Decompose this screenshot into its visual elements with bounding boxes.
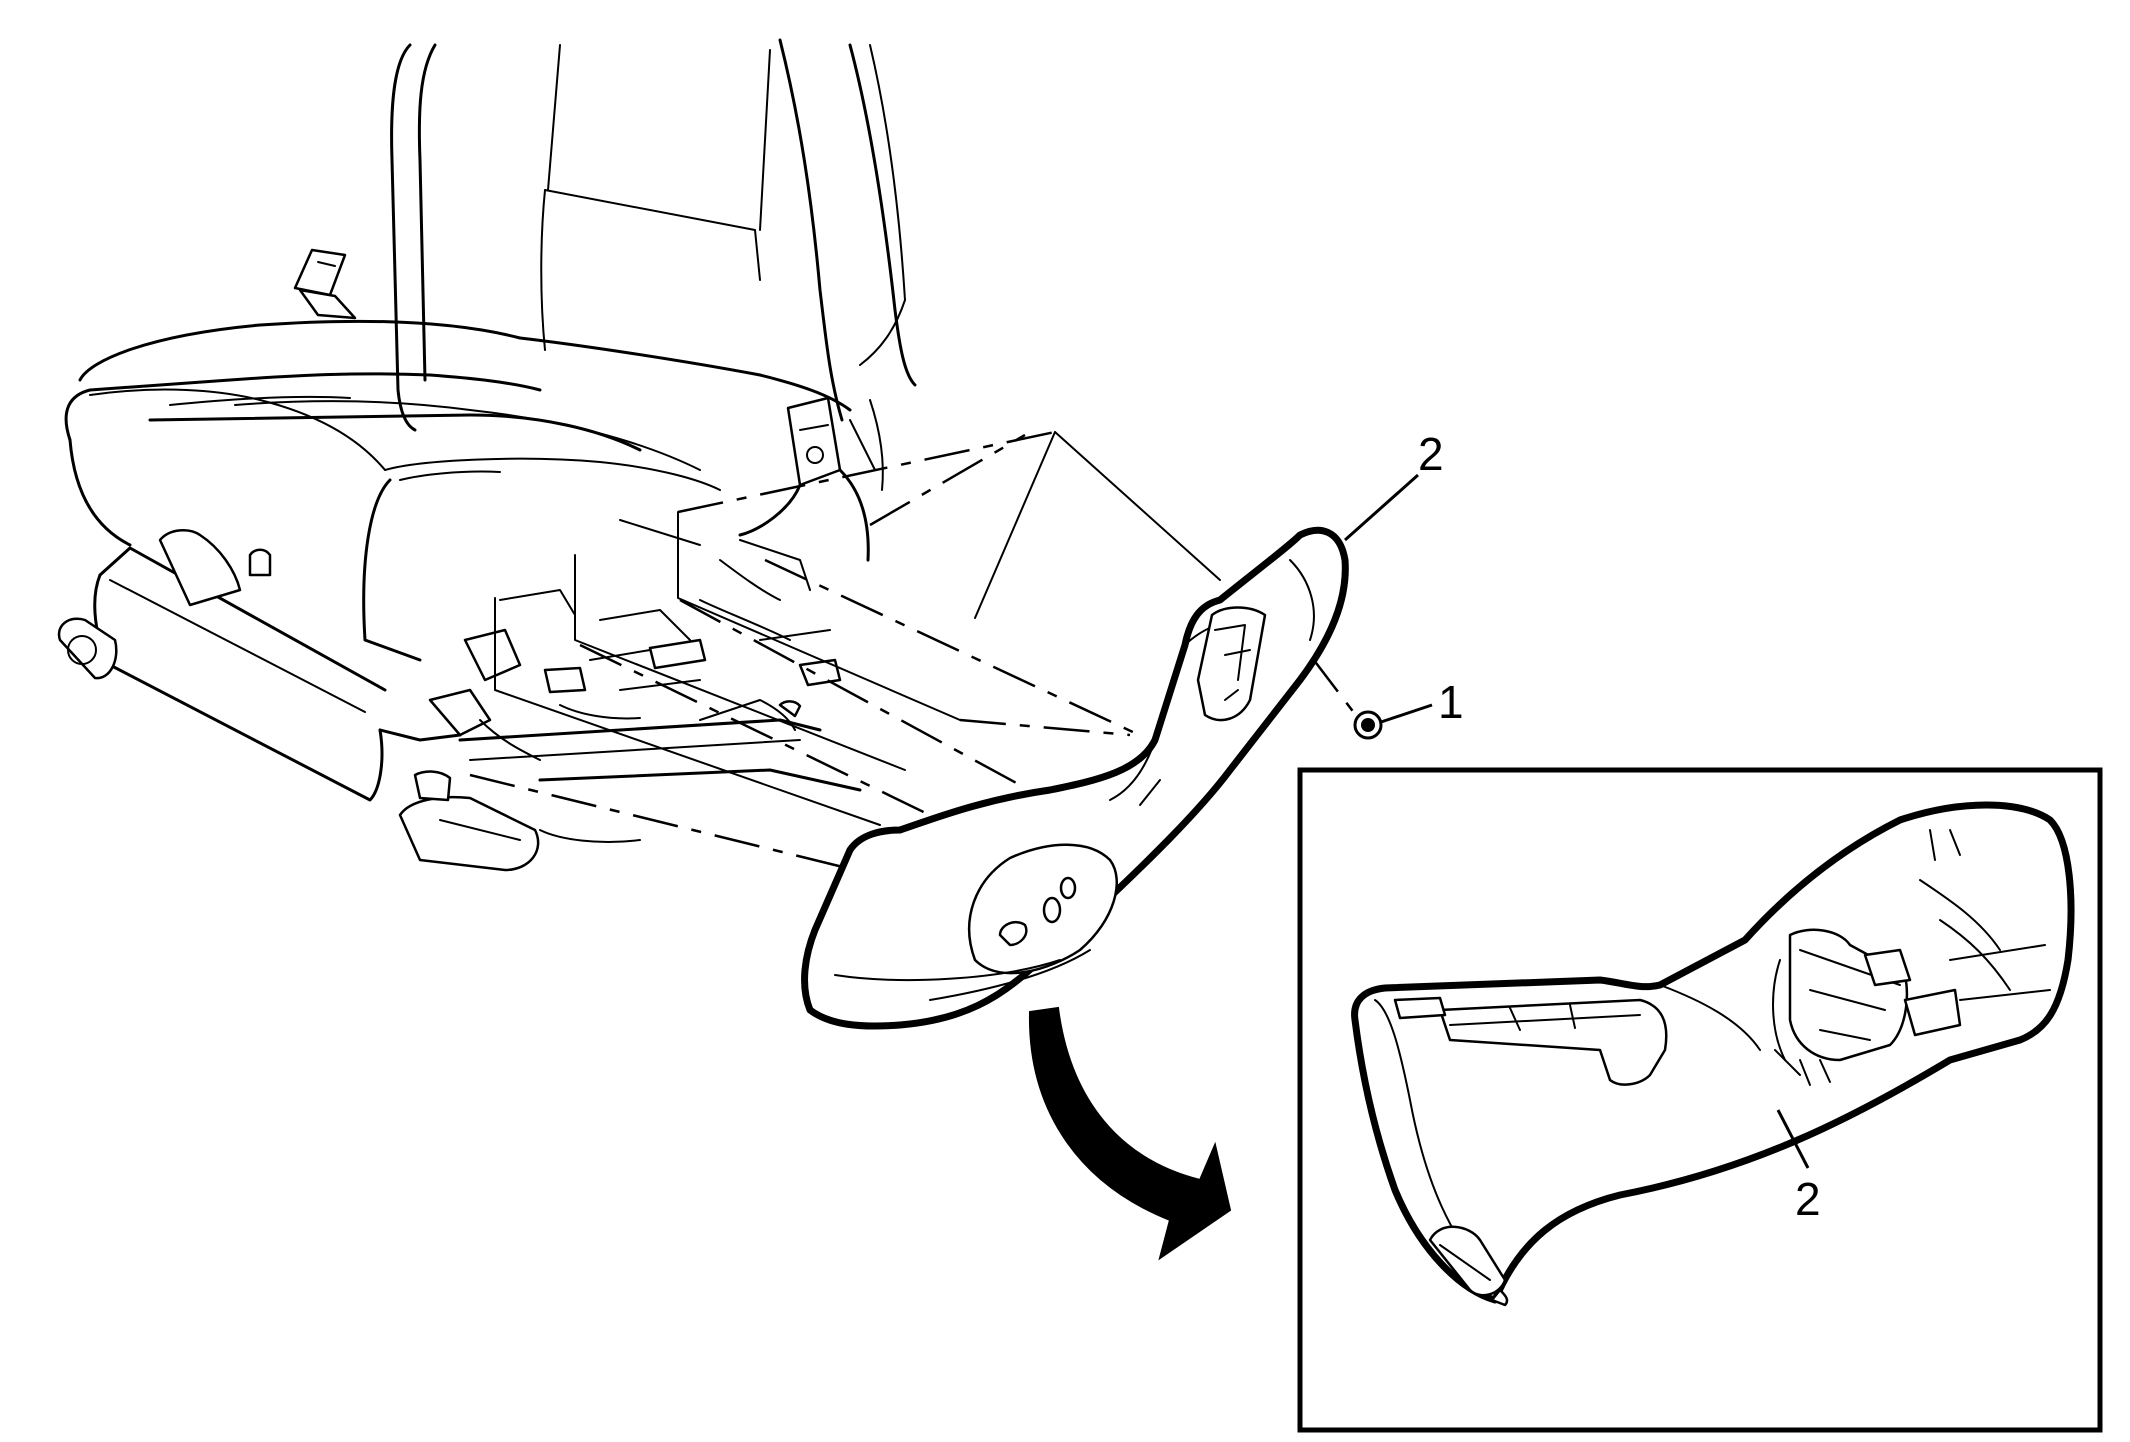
seat-frame xyxy=(57,529,462,802)
callout-fastener: 1 xyxy=(1438,676,1464,728)
trim-panel-inner-view xyxy=(1351,801,2075,1307)
callout-trim-panel: 2 xyxy=(1418,428,1444,480)
alignment-planes xyxy=(494,431,1221,826)
assembly-dashed-lines xyxy=(469,430,1359,872)
recliner-bracket xyxy=(738,396,884,562)
seat-belt-buckle xyxy=(293,248,357,320)
seat-back xyxy=(390,38,917,432)
callout-trim-panel-detail: 2 xyxy=(1795,1173,1821,1225)
seat-side-trim-panel: 2 xyxy=(801,428,1444,1030)
fastener-nut: 1 xyxy=(1353,676,1464,740)
detail-inset: 2 xyxy=(1297,767,2103,1433)
seat-track-mechanism xyxy=(398,519,862,872)
rotation-arrow xyxy=(1028,1006,1232,1261)
seat-cushion xyxy=(64,319,852,662)
